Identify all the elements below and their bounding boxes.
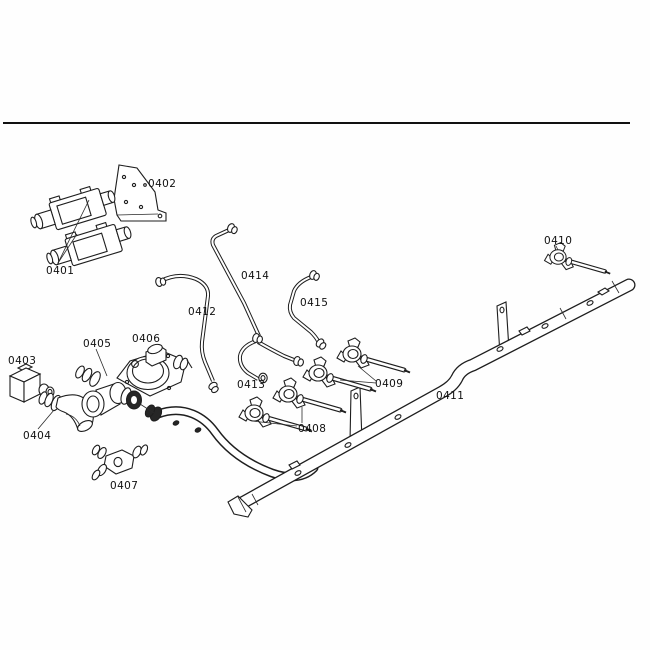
part-0406-regulator [116, 343, 193, 397]
leader-lines [37, 245, 559, 430]
part-0402-bracket [113, 164, 167, 222]
part-label-0406: 0406 [132, 333, 160, 345]
part-label-0408: 0408 [298, 423, 326, 435]
part-label-0414: 0414 [241, 270, 269, 282]
supply-pipe [144, 404, 319, 482]
part-0407-tee [91, 444, 149, 481]
part-0415-tube [287, 269, 329, 352]
part-labels: 0401 0402 0403 0404 0405 0406 0407 0408 … [8, 178, 572, 492]
part-label-0401: 0401 [46, 265, 74, 277]
part-0411-manifold-rail [227, 278, 636, 518]
part-label-0405: 0405 [83, 338, 111, 350]
part-label-0407: 0407 [110, 480, 138, 492]
part-0414-tube [210, 222, 261, 337]
part-0405-tee [75, 365, 142, 418]
part-label-0409: 0409 [375, 378, 403, 390]
part-label-0411: 0411 [436, 390, 464, 402]
part-label-0412: 0412 [188, 306, 216, 318]
part-0413-tube [237, 332, 306, 384]
part-0410-injector [545, 243, 611, 274]
part-label-0413: 0413 [237, 379, 265, 391]
part-label-0410: 0410 [544, 235, 572, 247]
part-label-0415: 0415 [300, 297, 328, 309]
part-0401-gas-valves [25, 179, 136, 274]
part-label-0403: 0403 [8, 355, 36, 367]
part-label-0404: 0404 [23, 430, 51, 442]
part-0412-tube [154, 274, 222, 395]
part-label-0402: 0402 [148, 178, 176, 190]
